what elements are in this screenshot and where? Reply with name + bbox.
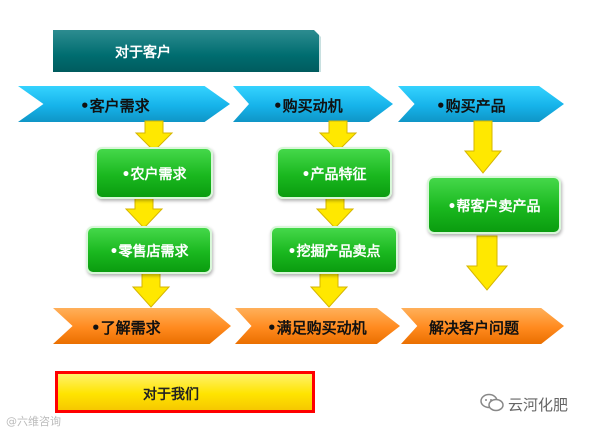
box-label: •零售店需求 — [109, 244, 189, 260]
box-retailer-needs: •零售店需求 — [86, 226, 212, 274]
box-label: •挖掘产品卖点 — [287, 244, 381, 260]
chevron-label: •购买动机 — [273, 97, 343, 115]
top-banner: 对于客户 — [53, 30, 321, 72]
box-label: •产品特征 — [301, 167, 367, 183]
down-arrow-icon — [131, 268, 171, 308]
chevron-label: •了解需求 — [91, 319, 161, 337]
chevron-purchase-motive: •购买动机 — [233, 86, 393, 122]
chevron-satisfy-motive: •满足购买动机 — [235, 308, 400, 344]
down-arrow-icon — [463, 120, 503, 174]
box-product-features: •产品特征 — [276, 147, 392, 199]
wechat-icon — [480, 393, 504, 412]
chevron-understand-needs: •了解需求 — [53, 308, 231, 344]
box-label: •农户需求 — [121, 167, 187, 183]
chevron-customer-needs: •客户需求 — [18, 86, 230, 122]
down-arrow-icon — [465, 235, 509, 291]
bottom-banner: 对于我们 — [55, 371, 315, 413]
down-arrow-icon — [315, 195, 355, 229]
bottom-banner-label: 对于我们 — [143, 387, 199, 403]
chevron-label: •购买产品 — [436, 97, 506, 115]
box-label: •帮客户卖产品 — [447, 199, 541, 215]
watermark-text: @六维咨询 — [6, 415, 61, 428]
down-arrow-icon — [124, 195, 164, 229]
chevron-label: •满足购买动机 — [267, 319, 367, 337]
down-arrow-icon — [134, 120, 174, 152]
box-farmer-needs: •农户需求 — [95, 147, 213, 199]
brand-name: 云河化肥 — [508, 396, 569, 414]
chevron-label: •客户需求 — [80, 97, 150, 115]
box-help-sell: •帮客户卖产品 — [427, 176, 561, 234]
down-arrow-icon — [318, 120, 358, 152]
chevron-purchase-product: •购买产品 — [398, 86, 564, 122]
chevron-label: 解决客户问题 — [429, 319, 520, 337]
down-arrow-icon — [309, 268, 349, 308]
chevron-solve-problems: 解决客户问题 — [401, 308, 564, 344]
top-banner-label: 对于客户 — [115, 45, 171, 61]
box-selling-points: •挖掘产品卖点 — [270, 226, 398, 274]
